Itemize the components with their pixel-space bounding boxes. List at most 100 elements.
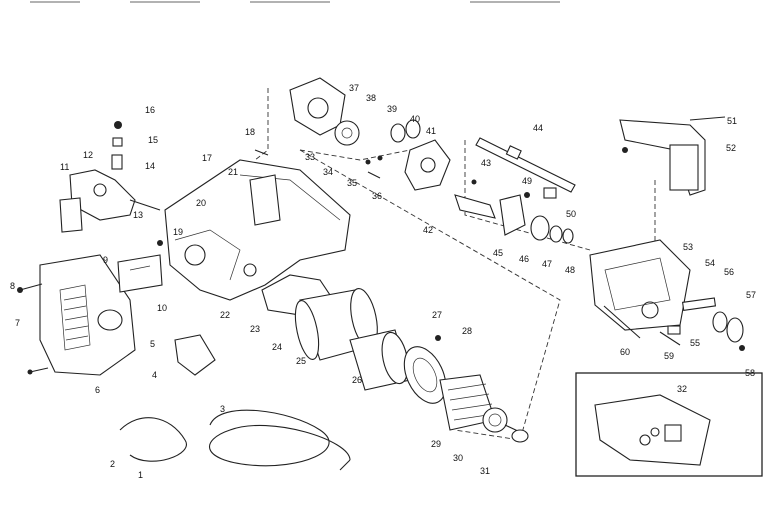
callout-label-47: 47 <box>542 259 552 269</box>
callout-label-13: 13 <box>133 210 143 220</box>
assembly-guide-lines <box>254 88 656 441</box>
screw-part-34 <box>377 155 383 161</box>
callout-label-44: 44 <box>533 123 543 133</box>
link-part-45 <box>499 194 526 236</box>
callout-label-48: 48 <box>565 265 575 275</box>
pin-part-43 <box>471 179 477 185</box>
plunger-clamp-part <box>454 194 496 219</box>
bushing-part-46 <box>530 215 550 241</box>
callout-label-51: 51 <box>727 116 737 126</box>
shoe-bracket-part <box>619 116 726 196</box>
callout-label-49: 49 <box>522 176 532 186</box>
shaft-part-54 <box>681 297 717 311</box>
screw-part-6 <box>27 367 49 375</box>
ring-part-47 <box>549 225 563 243</box>
callout-label-3: 3 <box>220 404 225 414</box>
callout-label-52: 52 <box>726 143 736 153</box>
gear-housing-plate-part <box>289 77 346 136</box>
callout-label-9: 9 <box>103 255 108 265</box>
screw-part-49 <box>524 192 530 198</box>
callout-label-23: 23 <box>250 324 260 334</box>
callout-label-inset-32: 32 <box>677 384 687 394</box>
callout-label-1: 1 <box>138 470 143 480</box>
bearing-part-40 <box>390 119 421 143</box>
block-part-50 <box>543 187 557 199</box>
callout-label-45: 45 <box>493 248 503 258</box>
screw-part-18 <box>254 149 269 156</box>
bracket-part-9 <box>117 254 163 293</box>
callout-label-4: 4 <box>152 370 157 380</box>
callout-label-28: 28 <box>462 326 472 336</box>
callout-label-58: 58 <box>745 368 755 378</box>
callout-label-59: 59 <box>664 351 674 361</box>
callout-label-42: 42 <box>423 225 433 235</box>
callout-label-17: 17 <box>202 153 212 163</box>
callout-label-43: 43 <box>481 158 491 168</box>
bearing-part-31 <box>511 429 529 443</box>
callout-label-38: 38 <box>366 93 376 103</box>
power-cord-part <box>119 409 351 471</box>
callout-label-7: 7 <box>15 318 20 328</box>
callout-label-14: 14 <box>145 161 155 171</box>
screw-part-36 <box>367 171 381 179</box>
callout-label-24: 24 <box>272 342 282 352</box>
plunger-rod-part <box>475 137 576 193</box>
armature-part <box>439 374 521 433</box>
callout-label-15: 15 <box>148 135 158 145</box>
inset-box <box>575 372 763 477</box>
callout-label-60: 60 <box>620 347 630 357</box>
screw-part-58 <box>739 345 745 351</box>
callout-label-29: 29 <box>431 439 441 449</box>
screw-part-8 <box>17 283 43 293</box>
callout-label-36: 36 <box>372 191 382 201</box>
callout-label-37: 37 <box>349 83 359 93</box>
callout-label-27: 27 <box>432 310 442 320</box>
callout-label-35: 35 <box>347 178 357 188</box>
end-cap-part <box>39 254 136 376</box>
callout-label-41: 41 <box>426 126 436 136</box>
callout-label-39: 39 <box>387 104 397 114</box>
washer-part-57 <box>726 317 744 343</box>
callout-labels: 1234567891011121314151617181920212223242… <box>10 83 756 480</box>
callout-label-40: 40 <box>410 114 420 124</box>
callout-label-31: 31 <box>480 466 490 476</box>
callout-label-6: 6 <box>95 385 100 395</box>
motor-housing-part <box>164 159 351 301</box>
callout-label-26: 26 <box>352 375 362 385</box>
callout-label-25: 25 <box>296 356 306 366</box>
washer-part-56 <box>712 311 728 333</box>
callout-label-30: 30 <box>453 453 463 463</box>
callout-label-57: 57 <box>746 290 756 300</box>
screw-part-59 <box>659 331 681 346</box>
callout-label-55: 55 <box>690 338 700 348</box>
callout-label-22: 22 <box>220 310 230 320</box>
ring-part-48 <box>562 228 574 244</box>
screw-part-55 <box>667 325 681 335</box>
callout-label-2: 2 <box>110 459 115 469</box>
callout-label-46: 46 <box>519 254 529 264</box>
screw-part-19 <box>157 240 163 246</box>
callout-label-12: 12 <box>83 150 93 160</box>
gear-part-38 <box>334 120 360 146</box>
callout-label-20: 20 <box>196 198 206 208</box>
callout-label-33: 33 <box>305 152 315 162</box>
screw-part-60 <box>603 305 641 339</box>
callout-label-19: 19 <box>173 227 183 237</box>
callout-label-21: 21 <box>228 167 238 177</box>
callout-label-53: 53 <box>683 242 693 252</box>
switch-assembly-part <box>59 169 161 233</box>
gear-housing-part-53 <box>589 239 691 331</box>
callout-label-56: 56 <box>724 267 734 277</box>
fan-part <box>403 346 447 404</box>
callout-label-16: 16 <box>145 105 155 115</box>
screw-part-35 <box>365 159 371 165</box>
baffle-part <box>349 329 411 391</box>
plug-stack-part <box>111 121 123 170</box>
callout-label-54: 54 <box>705 258 715 268</box>
screw-part-27 <box>435 335 441 341</box>
callout-label-5: 5 <box>150 339 155 349</box>
callout-label-50: 50 <box>566 209 576 219</box>
callout-label-18: 18 <box>245 127 255 137</box>
